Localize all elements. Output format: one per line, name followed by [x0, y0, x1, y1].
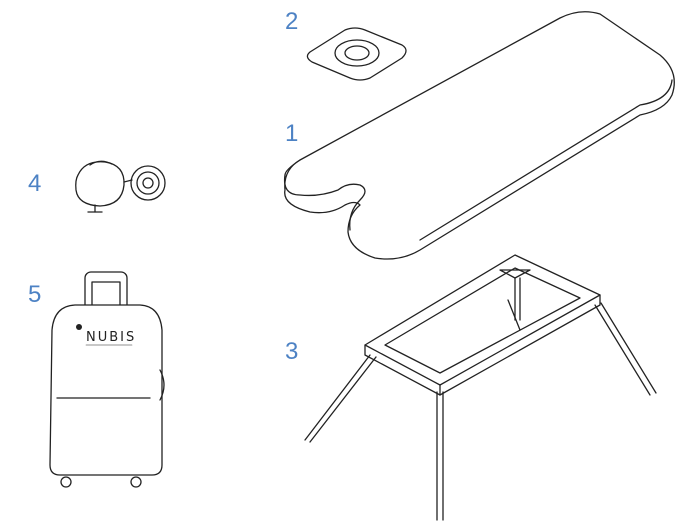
- callout-table-top: 1: [285, 120, 299, 147]
- case-logo: NUBIS: [86, 330, 136, 345]
- cable-reel-drawing: [75, 160, 166, 213]
- face-cushion-drawing: [306, 27, 407, 81]
- carry-case-drawing: NUBIS: [49, 271, 165, 488]
- callout-cable-reel: 4: [28, 170, 42, 197]
- table-top-drawing: [283, 11, 675, 260]
- table-frame-drawing: [304, 254, 657, 521]
- callout-carry-case: 5: [28, 281, 42, 308]
- callout-face-cushion: 2: [285, 8, 299, 35]
- callout-table-frame: 3: [285, 338, 299, 365]
